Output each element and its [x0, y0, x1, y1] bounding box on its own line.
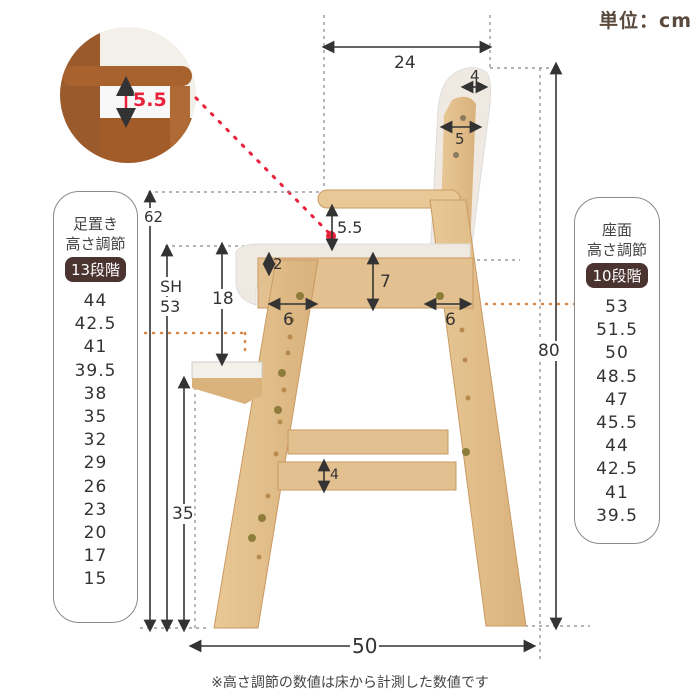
footrest-value: 41 — [83, 337, 108, 358]
base-width-label: 50 — [350, 634, 380, 658]
armrest-gap-label: 5.5 — [337, 218, 363, 237]
seat-panel-title-1: 座面 — [601, 221, 632, 239]
seat-height-label: 53 — [160, 297, 181, 316]
back-width-label: 5 — [455, 130, 465, 148]
seat-value: 44 — [605, 436, 629, 457]
footrest-value: 42.5 — [74, 314, 117, 335]
footrest-value: 23 — [83, 499, 108, 520]
footrest-panel-title-2: 高さ調節 — [65, 235, 126, 253]
seat-value: 41 — [605, 482, 629, 503]
seat-value: 45.5 — [596, 413, 638, 434]
leg-rear-label: 6 — [445, 310, 456, 330]
cushion-label: 2 — [273, 255, 283, 273]
footrest-value: 20 — [83, 523, 108, 544]
footrest-adjustment-panel: 足置き 高さ調節 13段階 44 42.5 41 39.5 38 35 32 2… — [53, 191, 138, 623]
footrest-steps-badge: 13段階 — [64, 257, 127, 282]
sh-label: SH — [160, 277, 183, 296]
depth-top-label: 24 — [394, 53, 416, 73]
footrest-height-label: 35 — [172, 504, 194, 524]
inset-armrest-gap-label: 5.5 — [133, 89, 167, 111]
seat-value: 47 — [605, 389, 629, 410]
seat-value: 42.5 — [596, 459, 638, 480]
footrest-value: 38 — [83, 383, 108, 404]
seat-adjustment-panel: 座面 高さ調節 10段階 53 51.5 50 48.5 47 45.5 44 … — [574, 197, 660, 544]
footrest-value: 26 — [83, 476, 108, 497]
seat-values-list: 53 51.5 50 48.5 47 45.5 44 42.5 41 39.5 — [575, 296, 659, 528]
seat-steps-badge: 10段階 — [586, 263, 648, 288]
leg-front-label: 6 — [283, 310, 294, 330]
footrest-value: 29 — [83, 453, 108, 474]
seat-value: 48.5 — [596, 366, 638, 387]
footnote: ※高さ調節の数値は床から計測した数値です — [211, 675, 489, 691]
back-thickness-label: 4 — [470, 67, 480, 85]
seat-panel-title-2: 高さ調節 — [586, 241, 647, 259]
stretcher-label: 4 — [330, 467, 339, 483]
footrest-value: 44 — [83, 291, 108, 311]
seat-to-footrest-label: 18 — [212, 289, 234, 309]
unit-label: 単位：cm — [598, 10, 692, 32]
seat-value: 50 — [605, 343, 629, 364]
footrest-panel-title-1: 足置き — [72, 215, 118, 233]
footrest-values-list: 44 42.5 41 39.5 38 35 32 29 26 23 20 17 … — [54, 290, 137, 592]
total-height-label: 80 — [538, 341, 560, 361]
seat-value: 39.5 — [596, 505, 638, 526]
footrest-value: 32 — [83, 430, 108, 451]
seat-value: 53 — [605, 297, 629, 317]
footrest-value: 39.5 — [74, 360, 117, 381]
armrest-inset-photo — [60, 27, 196, 163]
footrest-value: 17 — [83, 546, 108, 567]
total-arm-height-label: 62 — [144, 208, 164, 226]
apron-label: 7 — [380, 272, 391, 292]
footrest-value: 35 — [83, 407, 108, 428]
footrest-value: 15 — [83, 569, 108, 590]
seat-value: 51.5 — [596, 320, 638, 341]
